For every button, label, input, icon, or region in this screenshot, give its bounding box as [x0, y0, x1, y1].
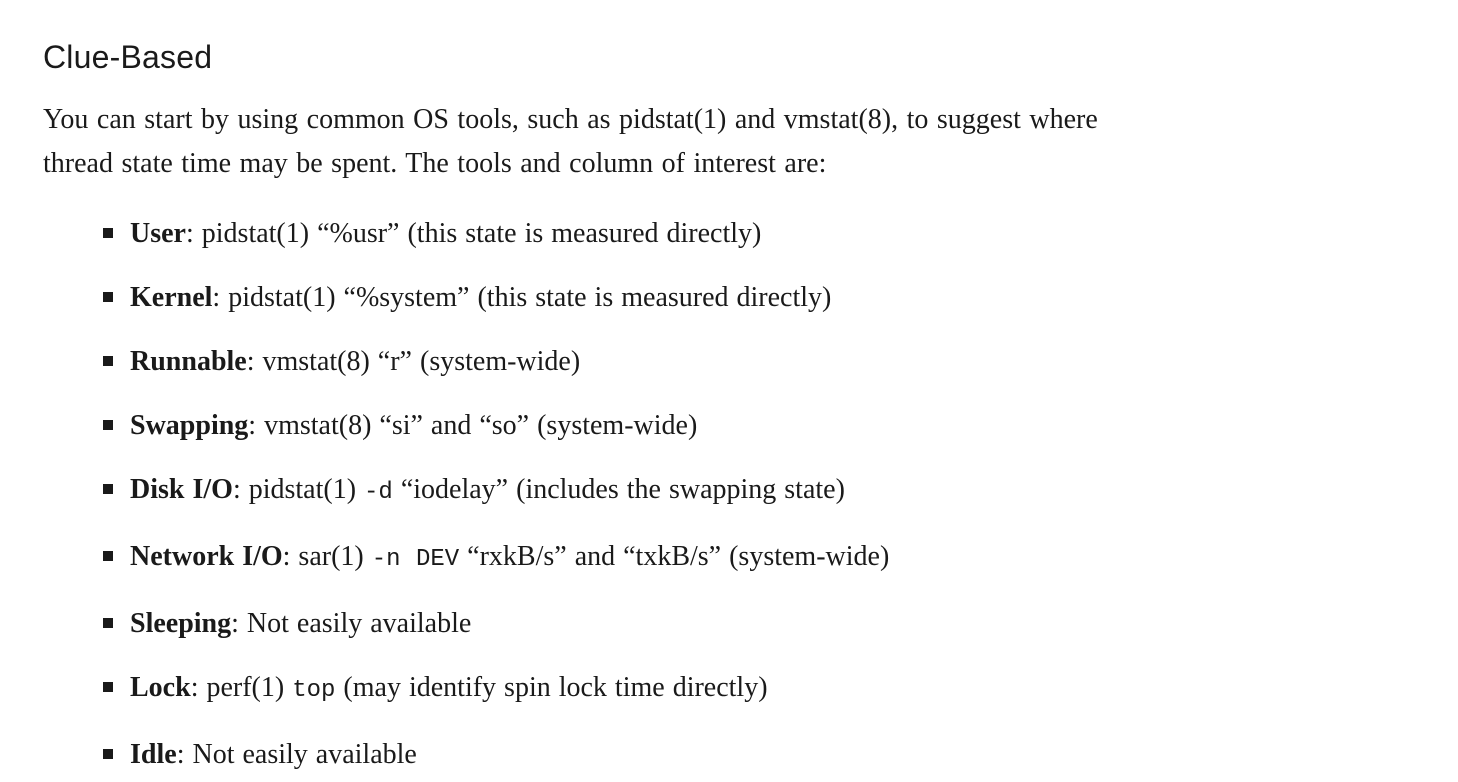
bullet-square-icon [103, 551, 113, 561]
list-item: Sleeping: Not easily available [103, 606, 1418, 642]
list-item: Swapping: vmstat(8) “si” and “so” (syste… [103, 408, 1418, 444]
bullet-square-icon [103, 484, 113, 494]
section-heading: Clue-Based [43, 39, 213, 75]
list-item: User: pidstat(1) “%usr” (this state is m… [103, 216, 1418, 252]
list-term: Disk I/O [130, 474, 233, 505]
bullet-square-icon [103, 292, 113, 302]
list-term: Network I/O [130, 541, 283, 572]
bullet-square-icon [103, 682, 113, 692]
list-item-text: : pidstat(1) [232, 474, 365, 505]
list-term: Kernel [130, 282, 213, 313]
list-item: Idle: Not easily available [103, 737, 1418, 773]
list-item-text: : sar(1) [282, 541, 372, 572]
list-item: Disk I/O: pidstat(1) -d “iodelay” (inclu… [103, 472, 1418, 511]
list-item: Lock: perf(1) top (may identify spin loc… [103, 670, 1418, 709]
list-term: Lock [130, 672, 191, 703]
list-term: Runnable [130, 346, 247, 377]
list-item-text: “iodelay” (includes the swapping state) [392, 474, 845, 505]
list-item-text: : Not easily available [176, 739, 417, 770]
list-term: User [130, 218, 186, 249]
list-item: Network I/O: sar(1) -n DEV “rxkB/s” and … [103, 539, 1418, 578]
list-item-text: : vmstat(8) “si” and “so” (system-wide) [248, 410, 698, 441]
list-item-text: : perf(1) [190, 672, 293, 703]
tools-list: User: pidstat(1) “%usr” (this state is m… [103, 216, 1418, 773]
list-item-text: : vmstat(8) “r” (system-wide) [246, 346, 581, 377]
inline-code: -d [364, 479, 393, 506]
intro-line-1: You can start by using common OS tools, … [43, 104, 1098, 135]
list-item-text: (may identify spin lock time directly) [335, 672, 768, 703]
list-term: Swapping [130, 410, 249, 441]
list-item-text: : pidstat(1) “%system” (this state is me… [212, 282, 832, 313]
list-item: Runnable: vmstat(8) “r” (system-wide) [103, 344, 1418, 380]
list-item-text: : pidstat(1) “%usr” (this state is measu… [185, 218, 762, 249]
inline-code: top [292, 677, 336, 704]
bullet-square-icon [103, 356, 113, 366]
intro-line-2: thread state time may be spent. The tool… [43, 148, 827, 179]
intro-paragraph: You can start by using common OS tools, … [43, 98, 1418, 186]
bullet-square-icon [103, 749, 113, 759]
bullet-square-icon [103, 228, 113, 238]
list-item: Kernel: pidstat(1) “%system” (this state… [103, 280, 1418, 316]
bullet-square-icon [103, 618, 113, 628]
list-term: Sleeping [130, 608, 232, 639]
list-item-text: : Not easily available [231, 608, 472, 639]
list-item-text: “rxkB/s” and “txkB/s” (system-wide) [459, 541, 890, 572]
bullet-square-icon [103, 420, 113, 430]
inline-code: -n DEV [371, 546, 460, 573]
list-term: Idle [130, 739, 177, 770]
